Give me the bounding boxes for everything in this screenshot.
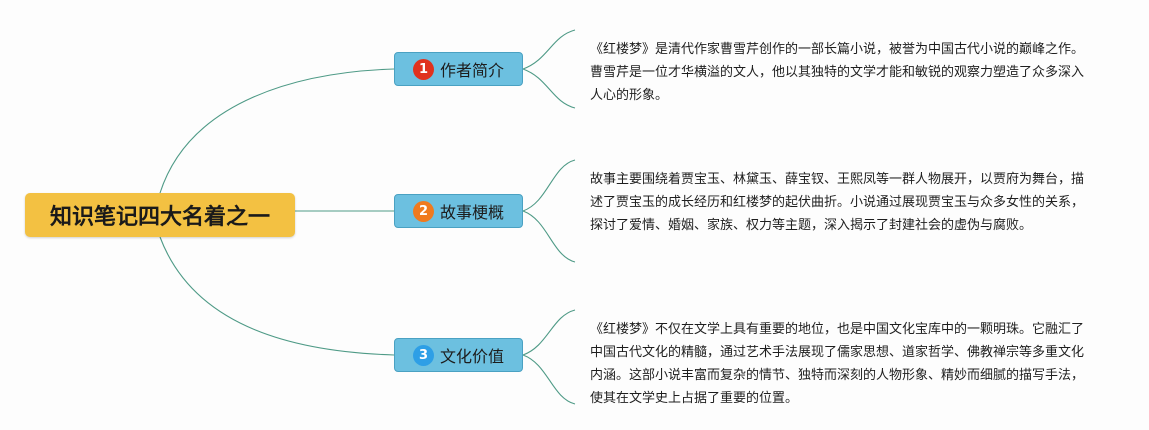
branch-topic-3-label: 文化价值 [439,347,504,366]
branch-topic-2-label: 故事梗概 [439,203,504,222]
note-story-summary[interactable]: 故事主要围绕着贾宝玉、林黛玉、薛宝钗、王熙凤等一群人物展开，以贾府为舞台，描述了… [590,172,1085,233]
root-topic-title: 知识笔记四大名着之一 [49,205,270,230]
note-cultural-value[interactable]: 《红楼梦》不仅在文学上具有重要的地位，也是中国文化宝库中的一颗明珠。它融汇了中国… [590,322,1085,406]
number-badge-2-icon: 2 [412,200,434,222]
branch-topic-2[interactable]: 2 故事梗概 [394,194,523,228]
branch-topic-1[interactable]: 1 作者简介 [394,52,523,86]
number-badge-1-icon: 1 [412,58,434,80]
branch-topic-3[interactable]: 3 文化价值 [394,338,523,372]
connector-branch-3-note [522,309,576,405]
root-topic[interactable]: 知识笔记四大名着之一 [25,193,295,237]
note-author-intro[interactable]: 《红楼梦》是清代作家曹雪芹创作的一部长篇小说，被誉为中国古代小说的巅峰之作。曹雪… [590,42,1085,103]
number-badge-3-icon: 3 [412,344,434,366]
connector-branch-1-note [522,29,576,109]
branch-topic-1-label: 作者简介 [439,61,504,80]
connector-root-branch-3 [159,236,395,356]
connector-branch-2-note [522,159,576,263]
connector-root-branch-1 [159,68,395,194]
